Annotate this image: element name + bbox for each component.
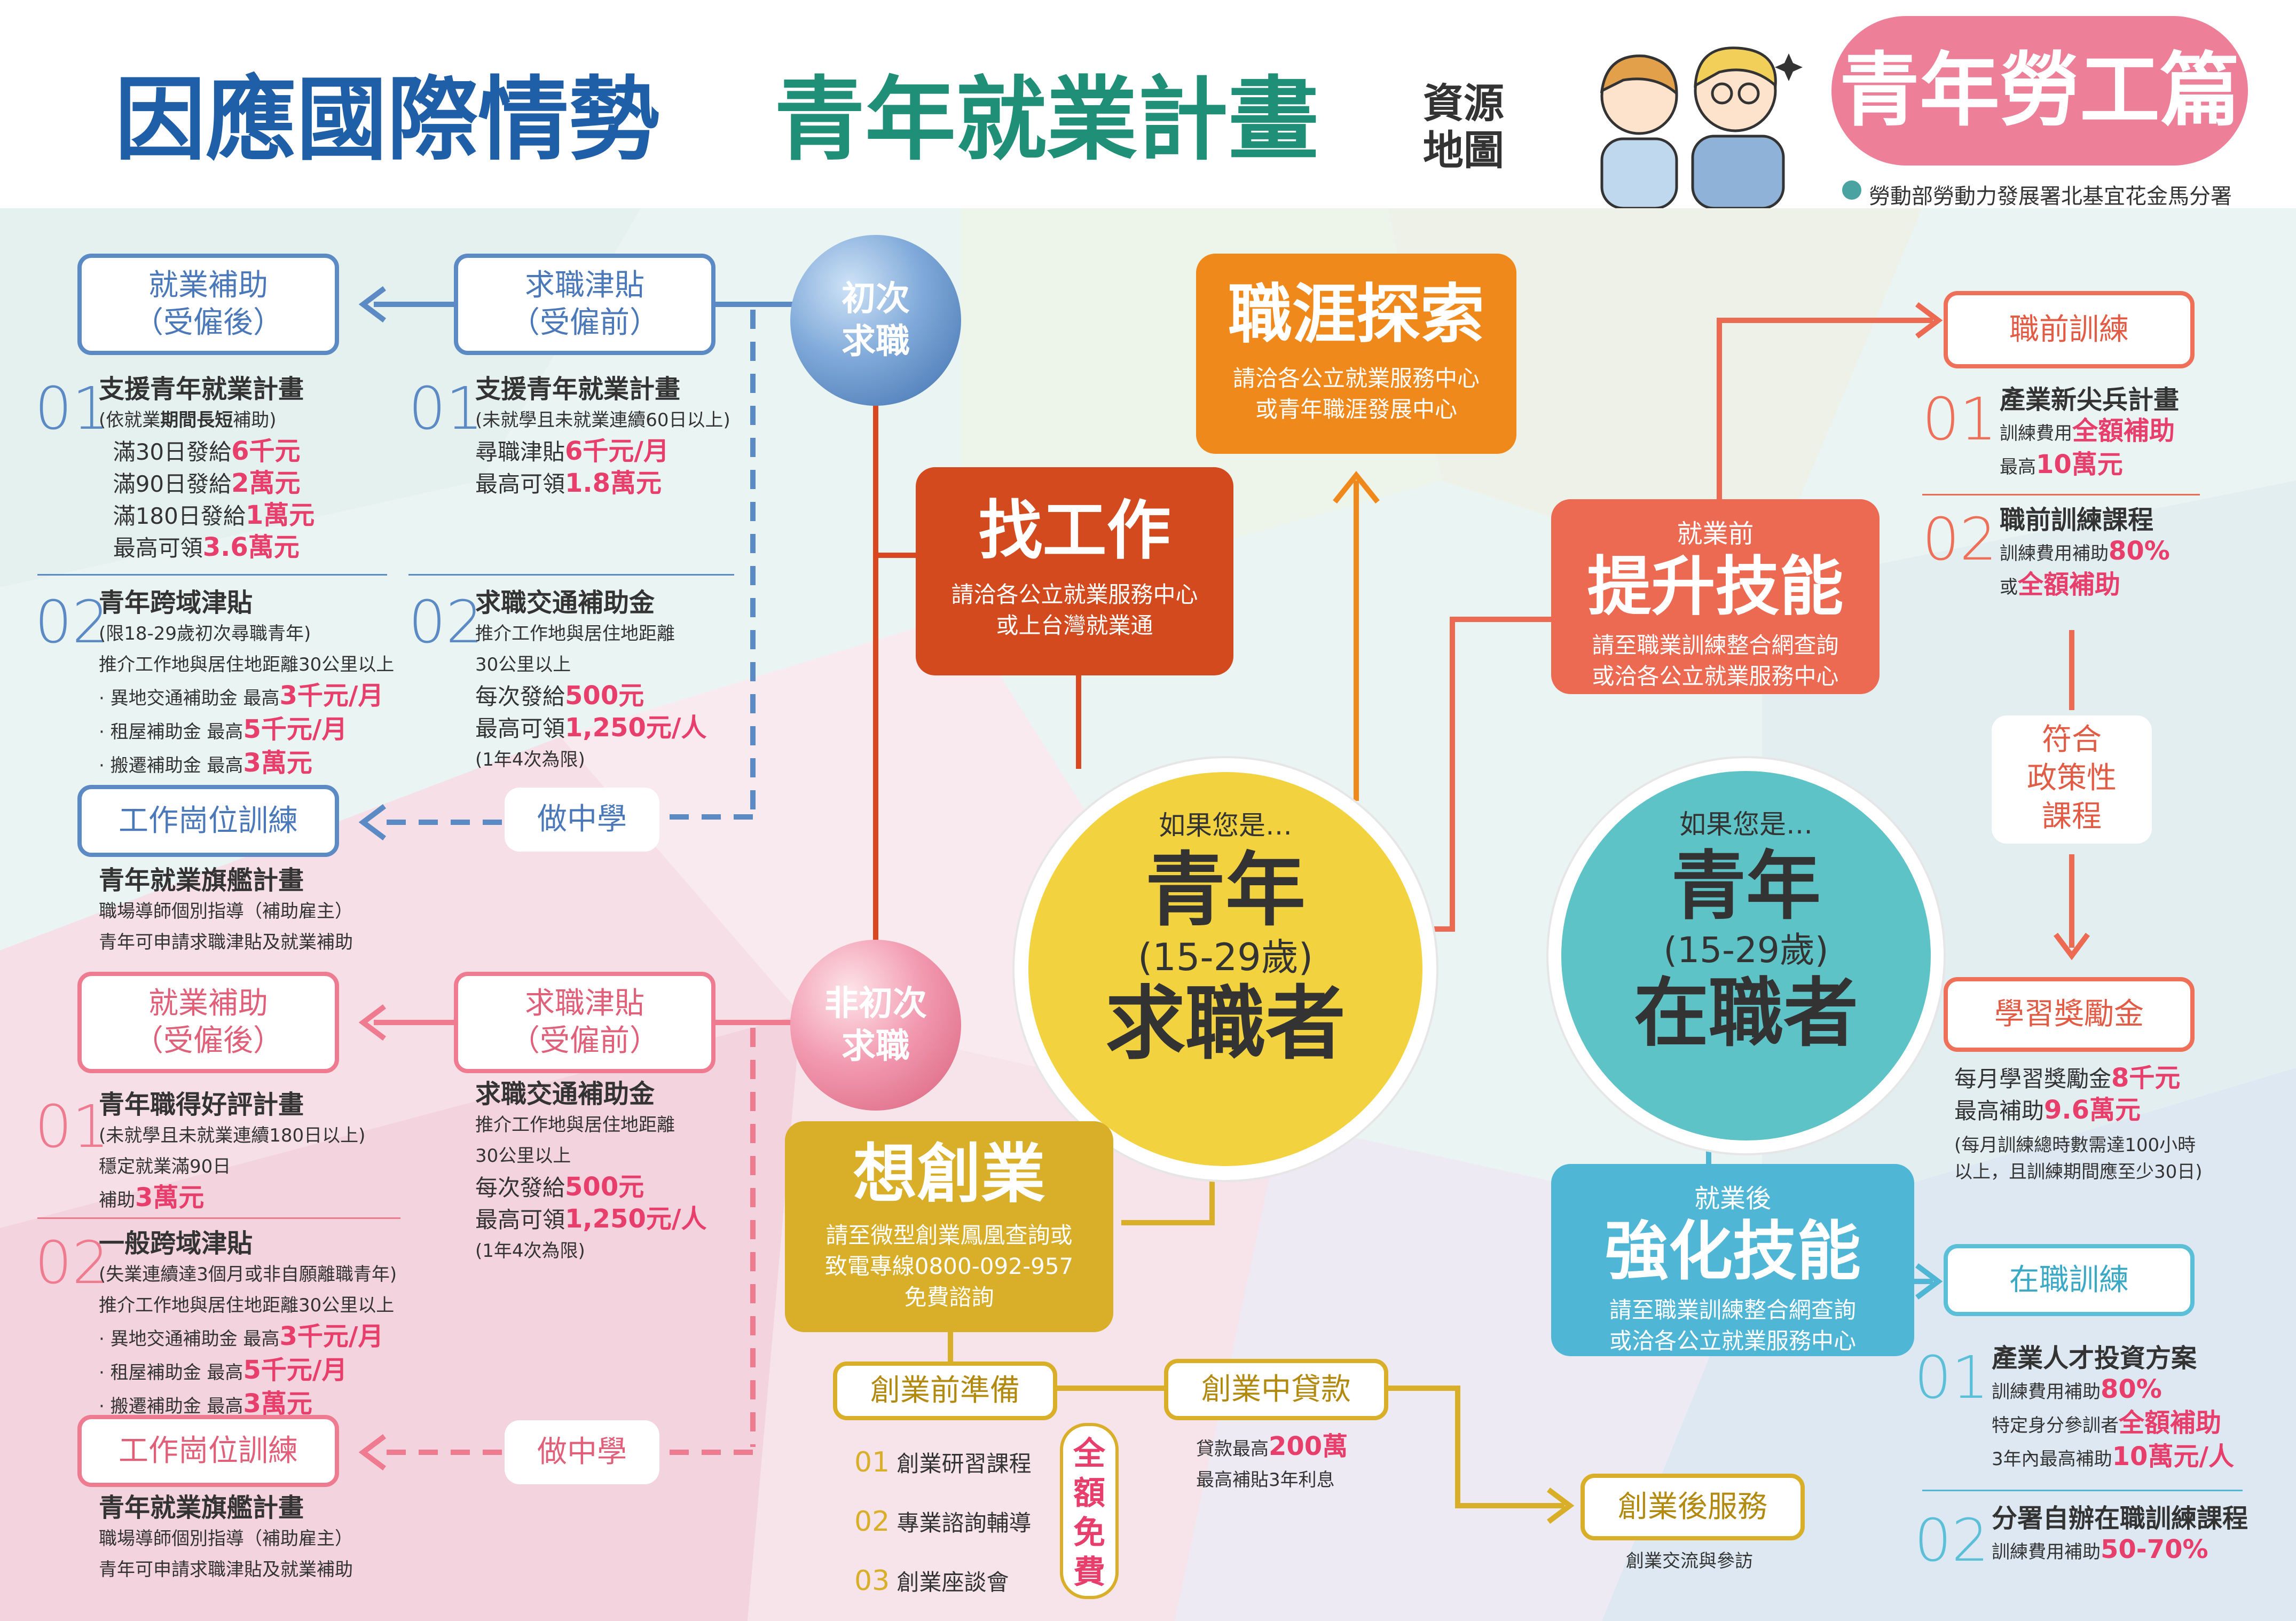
box-subsidy-after[interactable]: 就業補助（受僱後） [77, 254, 339, 355]
list-item: 03 創業座談會 [854, 1565, 1009, 1597]
title-part1: 因應國際情勢 [115, 67, 660, 173]
num-onjob-01: 01 [1914, 1343, 1989, 1412]
onjob-01-block: 產業人才投資方案 訓練費用補助80% 特定身分參訓者全額補助 3年內最高補助10… [1992, 1343, 2234, 1472]
startup-loan-block: 貸款最高200萬 最高補貼3年利息 [1196, 1431, 1348, 1491]
box-startup-prep[interactable]: 創業前準備 [833, 1362, 1057, 1420]
onjob-02-block: 分署自辦在職訓練課程 訓練費用補助50-70% [1992, 1504, 2248, 1564]
num-after-02: 02 [35, 1229, 109, 1297]
box-onjob-training[interactable]: 在職訓練 [1944, 1244, 2195, 1316]
box-startup-post[interactable]: 創業後服務 [1581, 1474, 1805, 1540]
tag-learn-by-doing: 做中學 [505, 1420, 659, 1484]
startup-prep-list: 01 創業研習課程 02 專業諮詢輔導 03 創業座談會 [854, 1434, 1032, 1611]
num-after-01: 01 [35, 1092, 109, 1161]
before-02-block: 求職交通補助金 推介工作地與居住地距離 30公里以上 每次發給500元 最高可領… [475, 588, 707, 770]
num-before-01: 01 [408, 374, 483, 443]
agency-logo-icon [1842, 180, 1861, 200]
box-startup-loan[interactable]: 創業中貸款 [1164, 1359, 1388, 1420]
pre-01-block: 產業新尖兵計畫 訓練費用全額補助 最高10萬元 [2000, 385, 2180, 479]
pre-02-block: 職前訓練課程 訓練費用補助80% 或全額補助 [2000, 505, 2170, 600]
box-pre-training[interactable]: 職前訓練 [1944, 291, 2195, 368]
divider [1922, 494, 2200, 495]
young-workers-illustration-icon [1600, 46, 1803, 208]
after-01-block: 支援青年就業計畫 (依就業期間長短補助) 滿30日發給6千元 滿90日發給2萬元… [99, 374, 315, 562]
badge-youth-workers: 青年勞工篇 [1831, 16, 2248, 166]
agency-name: 勞動部勞動力發展署北基宜花金馬分署 [1869, 184, 2232, 209]
box-upskill-pre[interactable]: 就業前 提升技能 請至職業訓練整合網查詢 或洽各公立就業服務中心 [1551, 499, 1880, 694]
box-find-job[interactable]: 找工作 請洽各公立就業服務中心 或上台灣就業通 [916, 467, 1233, 675]
before-01-block: 支援青年就業計畫 (未就學且未就業連續60日以上) 尋職津貼6千元/月 最高可領… [475, 374, 730, 498]
num-pre-01: 01 [1922, 385, 1997, 453]
tag-policy-course: 符合 政策性 課程 [1992, 715, 2152, 844]
startup-post-text: 創業交流與參訪 [1626, 1551, 1753, 1572]
flagship-block: 青年就業旗艦計畫 職場導師個別指導（補助雇主） 青年可申請求職津貼及就業補助 [99, 1493, 353, 1580]
after-01-block: 青年職得好評計畫 (未就學且未就業連續180日以上) 穩定就業滿90日 補助3萬… [99, 1090, 366, 1213]
title-part2: 青年就業計畫 [774, 67, 1319, 173]
ball-first-time: 初次 求職 [790, 235, 961, 406]
box-career-exploration[interactable]: 職涯探索 請洽各公立就業服務中心 或青年職涯發展中心 [1196, 254, 1516, 454]
list-item: 01 創業研習課程 [854, 1446, 1032, 1478]
box-upskill-post[interactable]: 就業後 強化技能 請至職業訓練整合網查詢 或洽各公立就業服務中心 [1551, 1164, 1914, 1356]
reward-block: 每月學習獎勵金8千元 最高補助9.6萬元 (每月訓練總時數需達100小時 以上，… [1954, 1063, 2203, 1183]
circle-youth-worker: 如果您是… 青年 (15-29歲) 在職者 [1548, 758, 1944, 1153]
box-subsidy-before[interactable]: 求職津貼（受僱前） [454, 972, 715, 1073]
box-subsidy-after[interactable]: 就業補助（受僱後） [77, 972, 339, 1073]
divider [37, 1217, 400, 1219]
divider [408, 574, 734, 576]
num-after-01: 01 [35, 374, 109, 443]
before-block: 求職交通補助金 推介工作地與居住地距離 30公里以上 每次發給500元 最高可領… [475, 1079, 707, 1262]
ball-non-first: 非初次 求職 [790, 940, 961, 1111]
num-after-02: 02 [35, 588, 109, 656]
tag-learn-by-doing: 做中學 [505, 788, 659, 852]
box-job-training[interactable]: 工作崗位訓練 [77, 1415, 339, 1487]
header: 因應國際情勢 青年就業計畫 資源 地圖 青年勞工篇 勞動部勞動力發展署北基宜花金… [0, 0, 2296, 209]
num-onjob-02: 02 [1914, 1506, 1989, 1575]
num-pre-02: 02 [1922, 505, 1997, 573]
box-subsidy-before[interactable]: 求職津貼（受僱前） [454, 254, 715, 355]
after-02-block: 一般跨域津貼 (失業連續達3個月或非自願離職青年) 推介工作地與居住地距離30公… [99, 1229, 397, 1419]
after-02-block: 青年跨域津貼 (限18-29歲初次尋職青年) 推介工作地與居住地距離30公里以上… [99, 588, 395, 778]
divider [37, 574, 387, 576]
box-startup[interactable]: 想創業 請至微型創業鳳凰查詢或 致電專線0800-092-957 免費諮詢 [785, 1121, 1113, 1332]
title-suffix: 資源 地圖 [1423, 80, 1504, 174]
box-job-training[interactable]: 工作崗位訓練 [77, 785, 339, 857]
divider [1922, 1490, 2243, 1491]
circle-youth-seeker: 如果您是… 青年 (15-29歲) 求職者 [1015, 758, 1436, 1180]
badge-free: 全 額 免 費 [1060, 1423, 1119, 1599]
list-item: 02 專業諮詢輔導 [854, 1506, 1032, 1538]
flagship-block: 青年就業旗艦計畫 職場導師個別指導（補助雇主） 青年可申請求職津貼及就業補助 [99, 865, 353, 953]
box-learning-reward[interactable]: 學習獎勵金 [1944, 977, 2195, 1052]
num-before-02: 02 [408, 588, 483, 656]
